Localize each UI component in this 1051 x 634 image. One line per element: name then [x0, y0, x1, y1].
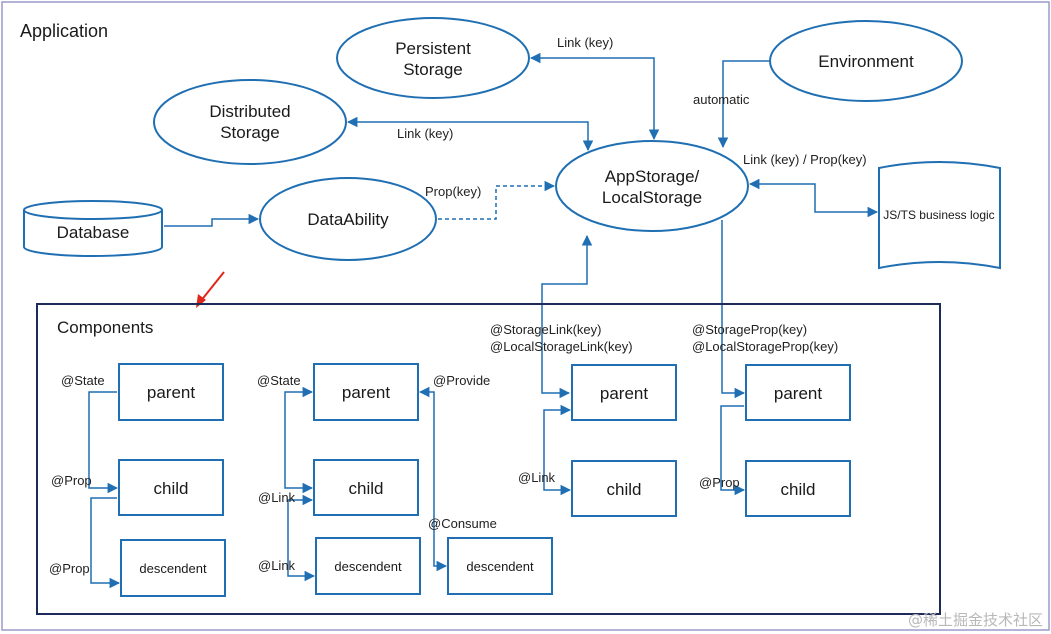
distributed-storage-node: Distributed Storage: [153, 79, 347, 165]
components-frame: [36, 303, 941, 615]
distributed-storage-line2: Storage: [220, 123, 280, 142]
dataability-label: DataAbility: [307, 210, 389, 229]
group1-child-label: child: [154, 479, 189, 498]
group3-decorator2-label: @LocalStorageLink(key): [490, 339, 633, 354]
environment-appstorage-edge: [717, 60, 770, 149]
group4-parent-box: [745, 364, 851, 421]
edge-label-automatic: automatic: [693, 92, 750, 107]
group2-child-box: [313, 459, 419, 516]
appstorage-node: AppStorage/ LocalStorage: [555, 140, 749, 232]
group3-link-label: @Link: [518, 470, 556, 485]
group4-decorator2-label: @LocalStorageProp(key): [692, 339, 838, 354]
group2-parent-label: parent: [342, 383, 390, 402]
group3-child-box: [571, 460, 677, 517]
group1-parent-box: [118, 363, 224, 421]
group1-prop1-label: @Prop: [51, 473, 92, 488]
edge-label-prop: Prop(key): [425, 184, 481, 199]
persistent-appstorage-edge: [529, 52, 660, 141]
database-node: Database: [23, 200, 163, 257]
component-group-1: parent child descendent @State @Prop @Pr…: [49, 363, 226, 597]
edge-label-link-distributed: Link (key): [397, 126, 453, 141]
group2-child-label: child: [349, 479, 384, 498]
group2-state-label: @State: [257, 373, 301, 388]
group2-provide-label: @Provide: [433, 373, 490, 388]
group4-child-box: [745, 460, 851, 517]
group2-descendent-label: descendent: [334, 559, 402, 574]
group4-child-label: child: [781, 480, 816, 499]
appstorage-line1: AppStorage/: [605, 167, 700, 186]
group2-parent-box: [313, 363, 419, 421]
environment-label: Environment: [818, 52, 914, 71]
persistent-storage-line1: Persistent: [395, 39, 471, 58]
edge-label-link-persistent: Link (key): [557, 35, 613, 50]
group3-child-label: child: [607, 480, 642, 499]
database-label: Database: [57, 223, 130, 242]
component-group-2: parent child descendent descendent @Stat…: [257, 363, 553, 595]
environment-node: Environment: [769, 20, 963, 102]
business-logic-node: JS/TS business logic: [878, 161, 1001, 270]
group3-parent-box: [571, 364, 677, 421]
appstorage-storageprop-edge: [721, 220, 746, 399]
database-dataability-edge: [164, 213, 260, 227]
group4-parent-label: parent: [774, 384, 822, 403]
distributed-storage-line1: Distributed: [209, 102, 290, 121]
group4-decorator1-label: @StorageProp(key): [692, 322, 807, 337]
group3-decorator1-label: @StorageLink(key): [490, 322, 601, 337]
group2-consume-label: @Consume: [428, 516, 497, 531]
group1-prop2-label: @Prop: [49, 561, 90, 576]
group2-descendent2-label: descendent: [466, 559, 534, 574]
persistent-storage-line2: Storage: [403, 60, 463, 79]
appstorage-line2: LocalStorage: [602, 188, 702, 207]
group1-descendent-label: descendent: [139, 561, 207, 576]
group2-link2-label: @Link: [258, 558, 296, 573]
pointer-arrow: [196, 271, 225, 308]
distributed-appstorage-edge: [346, 116, 594, 152]
component-group-3: parent child @StorageLink(key) @LocalSto…: [490, 322, 677, 517]
group1-child-box: [118, 459, 224, 516]
business-logic-label: JS/TS business logic: [883, 208, 994, 222]
application-title: Application: [20, 21, 108, 41]
group2-descendent2-box: [447, 537, 553, 595]
persistent-storage-node: Persistent Storage: [336, 17, 530, 99]
edge-label-link-prop: Link (key) / Prop(key): [743, 152, 867, 167]
group1-descendent-box: [120, 539, 226, 597]
group4-prop-label: @Prop: [699, 475, 740, 490]
group2-link1-label: @Link: [258, 490, 296, 505]
dataability-appstorage-edge: [438, 180, 556, 220]
dataability-node: DataAbility: [259, 177, 437, 261]
group1-parent-label: parent: [147, 383, 195, 402]
top-connectors: [164, 52, 879, 399]
watermark: @稀土掘金技术社区: [908, 611, 1043, 629]
group2-descendent-box: [315, 537, 421, 595]
appstorage-business-edge: [748, 178, 879, 218]
component-group-4: parent child @StorageProp(key) @LocalSto…: [692, 322, 851, 517]
appstorage-storagelink-edge: [541, 234, 593, 399]
components-title: Components: [57, 318, 153, 337]
group1-state-label: @State: [61, 373, 105, 388]
group3-parent-label: parent: [600, 384, 648, 403]
